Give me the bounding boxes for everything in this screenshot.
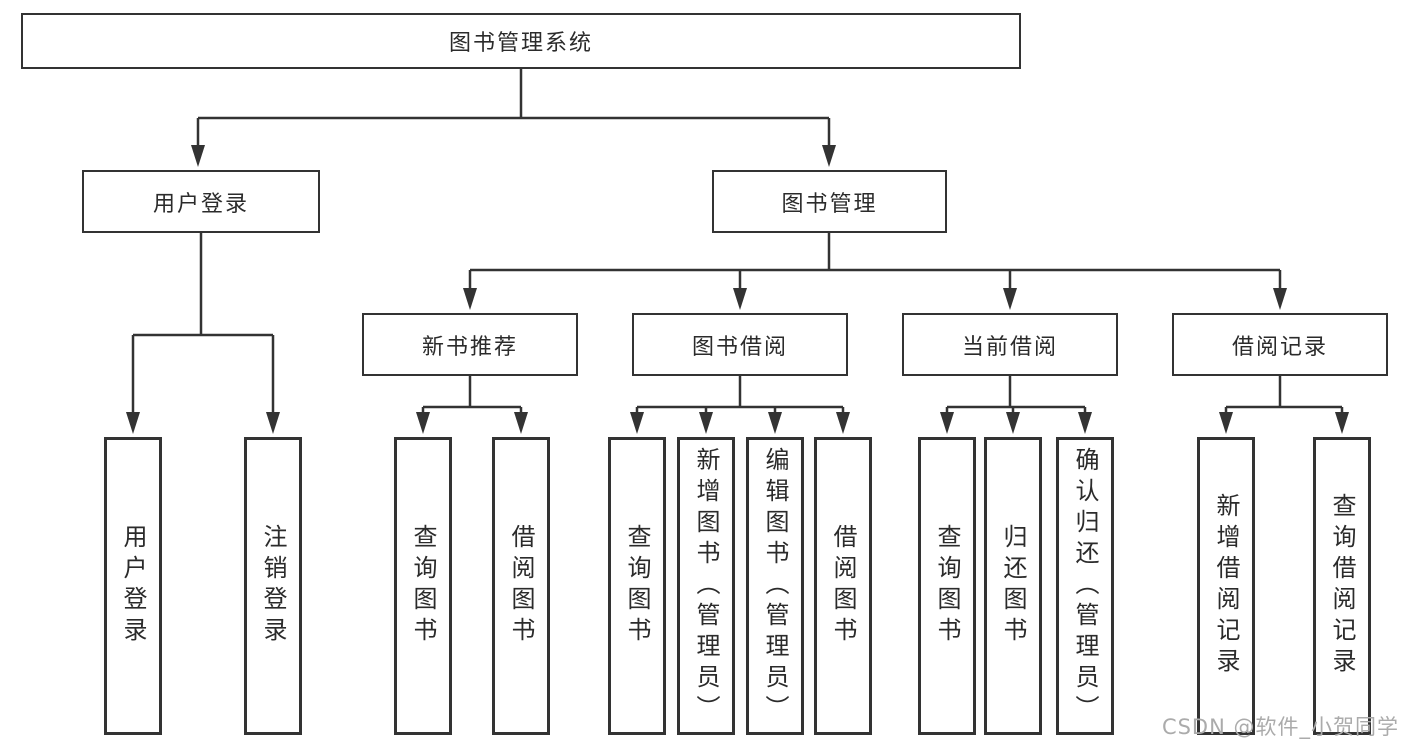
- leaf-user-login: 用户登录: [104, 437, 162, 735]
- node-current-borrowing-label: 当前借阅: [961, 334, 1058, 360]
- arrowheads: [126, 145, 1349, 434]
- leaf-query-borrow-record-label: 查询借阅记录: [1328, 493, 1356, 679]
- leaf-return-books: 归还图书: [984, 437, 1042, 735]
- node-borrowing-records-label: 借阅记录: [1231, 334, 1328, 360]
- node-book-borrowing: 图书借阅: [632, 313, 848, 376]
- node-library-system: 图书管理系统: [21, 13, 1021, 69]
- node-new-book-recommend: 新书推荐: [362, 313, 578, 376]
- leaf-user-login-label: 用户登录: [119, 524, 147, 648]
- leaf-borrow-books-recommend-label: 借阅图书: [507, 524, 535, 648]
- node-book-management-label: 图书管理: [781, 191, 878, 217]
- node-new-book-recommend-label: 新书推荐: [421, 334, 518, 360]
- node-user-login: 用户登录: [82, 170, 320, 233]
- leaf-confirm-return-admin: 确认归还（管理员）: [1056, 437, 1114, 735]
- leaf-query-books-current-label: 查询图书: [933, 524, 961, 648]
- csdn-watermark: CSDN @软件_小贺同学: [1161, 715, 1399, 739]
- leaf-borrow-books-recommend: 借阅图书: [492, 437, 550, 735]
- leaf-query-borrow-record: 查询借阅记录: [1313, 437, 1371, 735]
- leaf-borrow-books-label: 借阅图书: [829, 524, 857, 648]
- leaf-query-books-borrowing: 查询图书: [608, 437, 666, 735]
- leaf-borrow-books: 借阅图书: [814, 437, 872, 735]
- leaf-return-books-label: 归还图书: [999, 524, 1027, 648]
- leaf-query-books-recommend-label: 查询图书: [409, 524, 437, 648]
- leaf-edit-books-admin-label: 编辑图书（管理员）: [761, 446, 789, 726]
- leaf-add-borrow-record: 新增借阅记录: [1197, 437, 1255, 735]
- leaf-query-books-current: 查询图书: [918, 437, 976, 735]
- leaf-confirm-return-admin-label: 确认归还（管理员）: [1071, 446, 1099, 726]
- leaf-query-books-recommend: 查询图书: [394, 437, 452, 735]
- leaf-add-books-admin-label: 新增图书（管理员）: [692, 446, 720, 726]
- leaf-edit-books-admin: 编辑图书（管理员）: [746, 437, 804, 735]
- node-user-login-label: 用户登录: [152, 191, 249, 217]
- node-borrowing-records: 借阅记录: [1172, 313, 1388, 376]
- leaf-query-books-borrowing-label: 查询图书: [623, 524, 651, 648]
- node-current-borrowing: 当前借阅: [902, 313, 1118, 376]
- leaf-logout-label: 注销登录: [259, 524, 287, 648]
- node-book-borrowing-label: 图书借阅: [691, 334, 788, 360]
- leaf-logout: 注销登录: [244, 437, 302, 735]
- leaf-add-books-admin: 新增图书（管理员）: [677, 437, 735, 735]
- node-library-system-label: 图书管理系统: [448, 31, 593, 56]
- node-book-management: 图书管理: [712, 170, 947, 233]
- leaf-add-borrow-record-label: 新增借阅记录: [1212, 493, 1240, 679]
